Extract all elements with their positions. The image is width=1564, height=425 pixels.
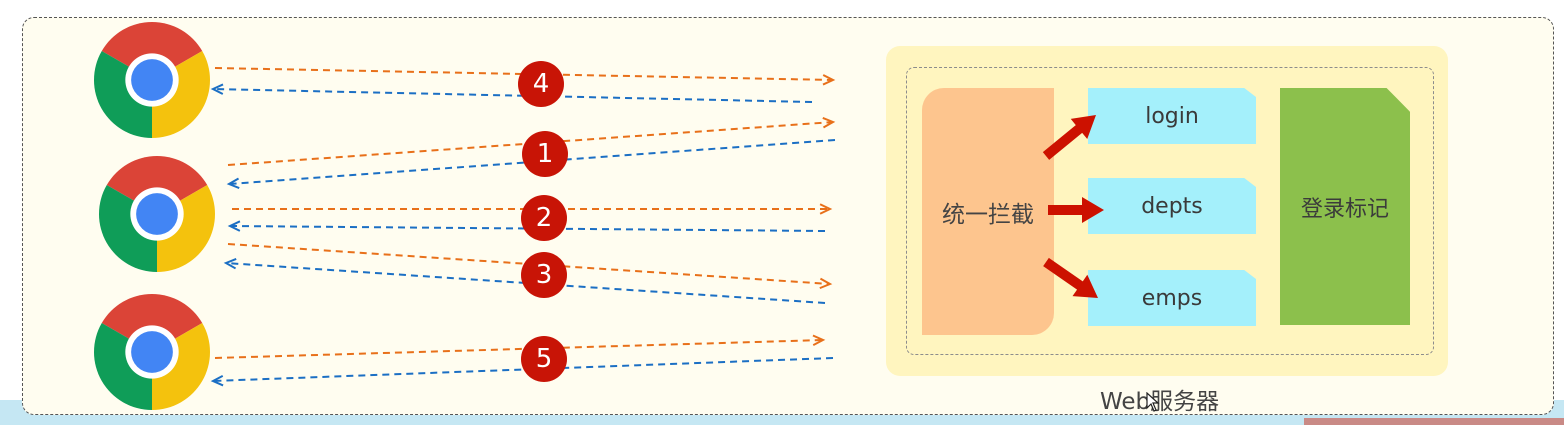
step-badge-1: 1 [522, 131, 568, 177]
endpoint-emps-label: emps [1141, 285, 1203, 311]
endpoint-login-label: login [1145, 103, 1199, 129]
request-arrow-5 [214, 334, 826, 359]
pointer-arrow-depts [1048, 197, 1104, 223]
response-arrow-5 [210, 357, 834, 387]
interceptor-label: 统一拦截 [942, 201, 1034, 228]
step-badge-3: 3 [521, 252, 567, 298]
step-badge-2: 2 [521, 195, 567, 241]
web-server-inner-frame [906, 67, 1434, 355]
interceptor-block: 统一拦截 [922, 88, 1054, 335]
endpoint-emps: emps [1088, 270, 1256, 326]
request-arrow-2 [232, 203, 833, 215]
request-arrow-4 [214, 67, 836, 86]
response-arrow-2 [227, 220, 826, 232]
chrome-icon [94, 294, 210, 410]
step-badge-5: 5 [521, 336, 567, 382]
web-server-label: Web服务器 [1100, 389, 1220, 415]
chrome-icon [99, 156, 215, 272]
endpoint-depts: depts [1088, 178, 1256, 234]
pointer-arrow-login [1042, 115, 1096, 160]
login-flag-block: 登录标记 [1280, 88, 1410, 325]
step-badge-4: 4 [518, 61, 564, 107]
endpoint-depts-label: depts [1141, 193, 1203, 219]
response-arrow-4 [210, 83, 813, 103]
chrome-icon [94, 22, 210, 138]
login-flag-label: 登录标记 [1300, 196, 1389, 222]
pointer-arrow-emps [1043, 257, 1098, 298]
mouse-pointer-icon [1146, 392, 1160, 412]
endpoint-login: login [1088, 88, 1256, 144]
corner-tab [1304, 418, 1564, 425]
